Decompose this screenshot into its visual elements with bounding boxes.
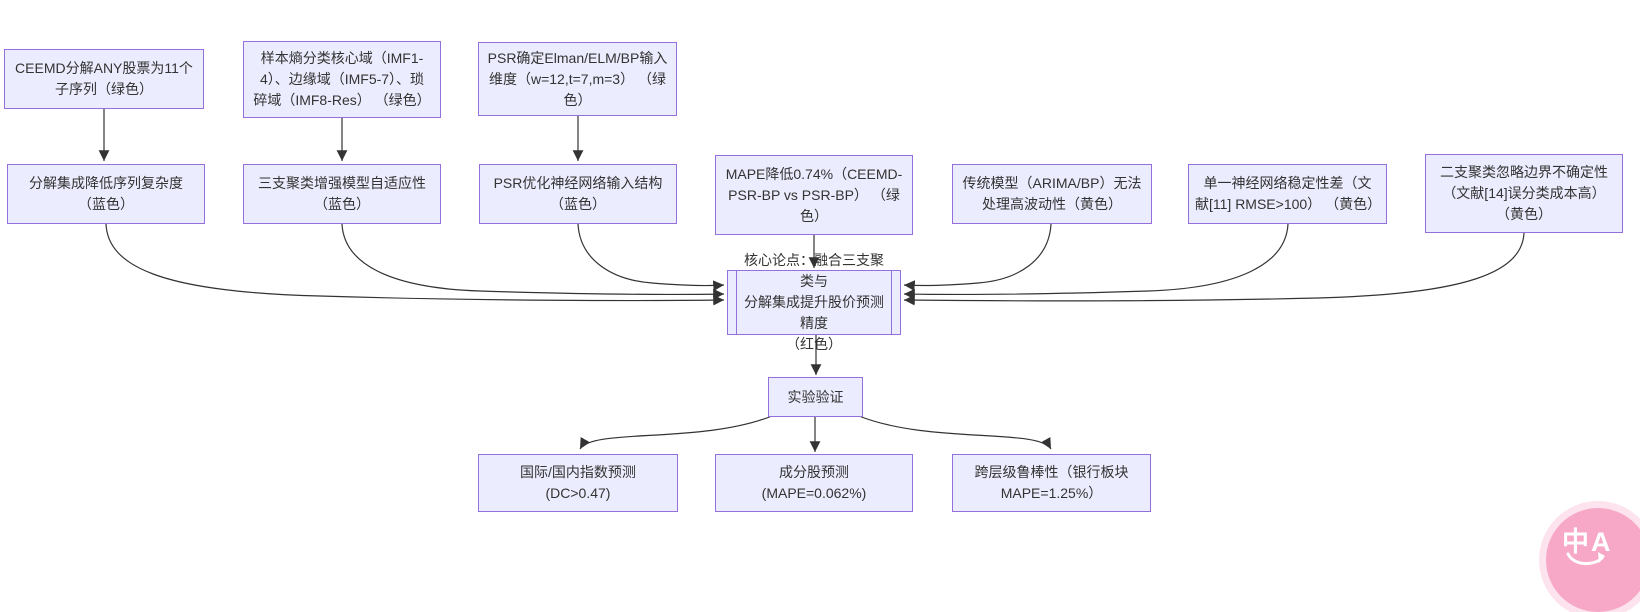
node-ceemd: CEEMD分解ANY股票为11个 子序列（绿色） <box>4 49 204 109</box>
translate-button-label: 中A <box>1562 527 1613 557</box>
edge-psr_optimize-core <box>577 223 725 292</box>
node-mape-reduce: MAPE降低0.74%（CEEMD- PSR-BP vs PSR-BP） （绿 … <box>715 155 913 235</box>
node-stock-pred: 成分股预测 (MAPE=0.062%) <box>715 454 913 512</box>
edge-two_way-core <box>903 232 1525 306</box>
translate-arrow-icon <box>1566 552 1605 565</box>
node-psr-input: PSR确定Elman/ELM/BP输入 维度（w=12,t=7,m=3） （绿 … <box>478 42 677 116</box>
node-two-way: 二支聚类忽略边界不确定性 （文献[14]误分类成本高） （黄色） <box>1425 154 1623 233</box>
node-robustness: 跨层级鲁棒性（银行板块 MAPE=1.25%） <box>952 454 1151 512</box>
edge-single_nn-core <box>903 223 1289 300</box>
edge-experiment-index_pred <box>579 415 773 450</box>
node-experiment: 实验验证 <box>768 377 863 417</box>
node-index-pred: 国际/国内指数预测 (DC>0.47) <box>478 454 678 512</box>
edge-three_way-core <box>341 223 725 300</box>
edge-experiment-robustness <box>858 415 1052 450</box>
node-traditional: 传统模型（ARIMA/BP）无法 处理高波动性（黄色） <box>952 164 1152 224</box>
node-single-nn: 单一神经网络稳定性差（文 献[11] RMSE>100） （黄色） <box>1188 164 1387 224</box>
translate-button[interactable]: 中A <box>1546 508 1640 612</box>
edge-traditional-core <box>903 223 1052 291</box>
node-entropy: 样本熵分类核心域（IMF1- 4）、边缘域（IMF5-7）、琐 碎域（IMF8-… <box>243 41 441 118</box>
node-core-thesis: 核心论点：融合三支聚类与 分解集成提升股价预测精度 （红色） <box>727 252 901 352</box>
flowchart-canvas: { "style": { "background": "#FFFFFF", "n… <box>4 41 1640 612</box>
node-three-way: 三支聚类增强模型自适应性 （蓝色） <box>243 164 441 224</box>
node-decompose-benefit: 分解集成降低序列复杂度 （蓝色） <box>7 164 205 224</box>
edge-decompose_benefit-core <box>105 223 725 306</box>
node-psr-optimize: PSR优化神经网络输入结构 （蓝色） <box>479 164 677 224</box>
